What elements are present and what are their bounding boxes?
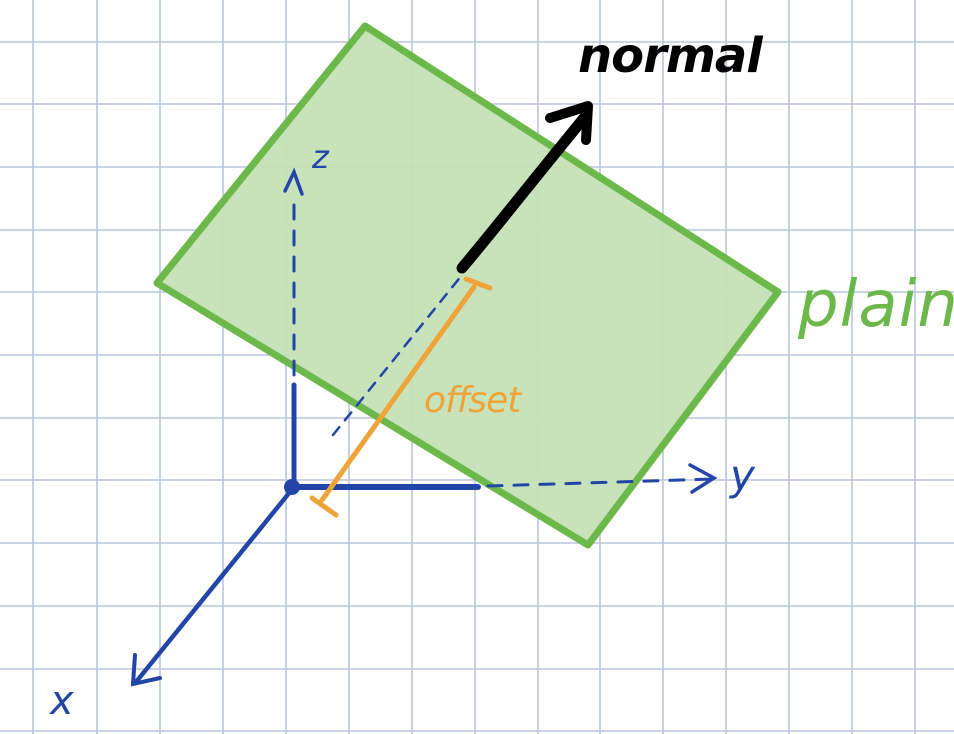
y-axis [291, 463, 718, 494]
offset-label: offset [424, 380, 523, 421]
z-axis-label: z [311, 138, 330, 176]
x-axis-label: x [48, 678, 74, 724]
plane-label: plain [797, 268, 954, 342]
plane-shape [153, 22, 782, 549]
arrow-up-right-icon [545, 101, 593, 145]
normal-vector [456, 101, 593, 274]
y-axis-label: y [728, 451, 756, 500]
arrow-down-left-icon [130, 653, 162, 687]
x-axis [130, 484, 297, 687]
offset-segment [309, 276, 493, 518]
arrow-right-icon [688, 463, 718, 494]
z-axis [283, 167, 304, 490]
normal-label: normal [578, 28, 763, 84]
arrow-up-icon [283, 167, 304, 196]
origin-point [284, 479, 300, 495]
projection-dashed-line [331, 273, 464, 437]
